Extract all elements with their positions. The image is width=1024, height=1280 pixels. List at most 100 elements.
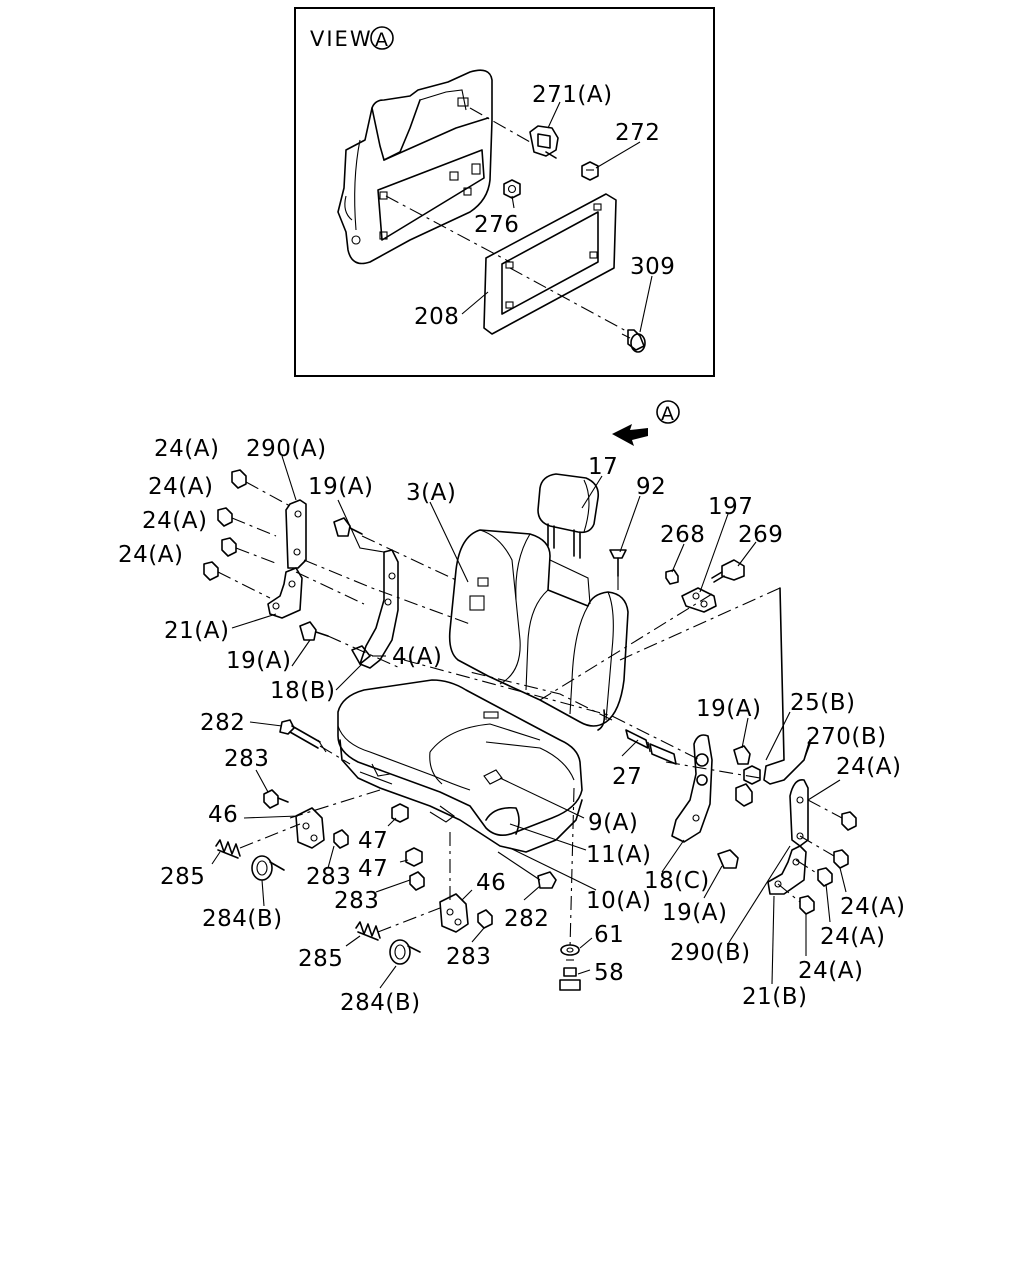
label-282-2: 282 [504, 906, 549, 932]
view-marker-circle: A [370, 26, 394, 51]
bracket-21a [267, 567, 303, 619]
inset-frame [294, 7, 715, 377]
label-270b: 270(B) [806, 724, 887, 750]
clip-92 [609, 549, 627, 577]
bracket-197 [681, 587, 717, 613]
hinge-plate-46-b [439, 893, 469, 933]
screw-283-a [263, 789, 289, 809]
leader-276 [511, 195, 515, 209]
label-10a: 10(A) [586, 888, 651, 914]
label-24a-5: 24(A) [836, 754, 901, 780]
main-centerlines [217, 481, 843, 949]
label-24a-8: 24(A) [798, 958, 863, 984]
label-276: 276 [474, 212, 519, 238]
view-title: VIEW [310, 27, 373, 51]
bolt-269 [711, 559, 745, 583]
spring-284b-b [389, 939, 421, 965]
bolts-24a-left [203, 469, 247, 581]
leader-271a [547, 101, 561, 129]
cable-bracket-25b [735, 587, 811, 807]
label-269: 269 [738, 522, 783, 548]
spring-285-a [215, 839, 241, 859]
inset-centerline-2 [385, 195, 511, 263]
label-46-1: 46 [208, 802, 238, 828]
label-19a-3: 19(A) [696, 696, 761, 722]
label-309: 309 [630, 254, 675, 280]
leader-208 [461, 291, 489, 315]
label-19a-1: 19(A) [308, 474, 373, 500]
bolt-58 [559, 959, 581, 991]
label-27: 27 [612, 764, 642, 790]
label-268: 268 [660, 522, 705, 548]
label-284b-2: 284(B) [340, 990, 421, 1016]
label-19a-4: 19(A) [662, 900, 727, 926]
label-18b: 18(B) [270, 678, 336, 704]
hinge-4a [351, 549, 399, 669]
label-3a: 3(A) [406, 480, 456, 506]
bracket-290a [285, 499, 307, 569]
label-17: 17 [588, 454, 618, 480]
screw-272 [581, 161, 599, 181]
label-272: 272 [615, 120, 660, 146]
nut-276 [503, 179, 521, 199]
spring-285-b [355, 921, 381, 941]
label-290b: 290(B) [670, 940, 751, 966]
label-4a: 4(A) [392, 644, 442, 670]
label-19a-2: 19(A) [226, 648, 291, 674]
nut-47-a [391, 803, 409, 823]
label-271a: 271(A) [532, 82, 613, 108]
label-25b: 25(B) [790, 690, 856, 716]
label-47-2: 47 [358, 856, 388, 882]
bolt-282-lower [497, 851, 557, 889]
svg-text:A: A [661, 403, 675, 425]
nut-268 [665, 569, 679, 585]
leader-309 [639, 275, 653, 333]
label-283-4: 283 [446, 944, 491, 970]
label-282-1: 282 [200, 710, 245, 736]
label-11a: 11(A) [586, 842, 651, 868]
frame-208 [483, 193, 617, 335]
bolts-24a-right [799, 811, 857, 915]
label-24a-6: 24(A) [840, 894, 905, 920]
screw-283-d [477, 909, 493, 929]
label-290a: 290(A) [246, 436, 327, 462]
label-284b-1: 284(B) [202, 906, 283, 932]
label-283-2: 283 [306, 864, 351, 890]
bracket-21b [767, 845, 807, 895]
inset-centerline-3 [509, 267, 629, 333]
hinge-18c [671, 734, 713, 843]
push-clip-309 [621, 329, 646, 353]
view-direction-arrow: A [612, 400, 680, 446]
seat-back-rear-panel [337, 69, 493, 265]
screw-283-b [333, 829, 349, 849]
label-208: 208 [414, 304, 459, 330]
label-9a: 9(A) [588, 810, 638, 836]
label-47-1: 47 [358, 828, 388, 854]
label-18c: 18(C) [644, 868, 710, 894]
label-46-2: 46 [476, 870, 506, 896]
label-24a-3: 24(A) [142, 508, 207, 534]
nut-47-b [405, 847, 423, 867]
label-92: 92 [636, 474, 666, 500]
label-24a-7: 24(A) [820, 924, 885, 950]
label-283-3: 283 [334, 888, 379, 914]
view-a-inset: VIEW A [294, 7, 715, 377]
bolt-282-upper [279, 719, 327, 753]
label-24a-1: 24(A) [154, 436, 219, 462]
label-21a: 21(A) [164, 618, 229, 644]
bolts-19a [299, 517, 751, 869]
leader-272 [595, 141, 641, 169]
spring-284b-a [251, 855, 285, 881]
washer-61 [560, 944, 580, 956]
pin-27 [625, 729, 677, 765]
inset-centerline-1 [469, 107, 531, 143]
label-285-2: 285 [298, 946, 343, 972]
label-24a-4: 24(A) [118, 542, 183, 568]
screw-283-c [409, 871, 425, 891]
label-21b: 21(B) [742, 984, 808, 1010]
svg-text:A: A [375, 29, 389, 51]
label-285-1: 285 [160, 864, 205, 890]
label-61: 61 [594, 922, 624, 948]
seat-cushion [337, 679, 583, 853]
